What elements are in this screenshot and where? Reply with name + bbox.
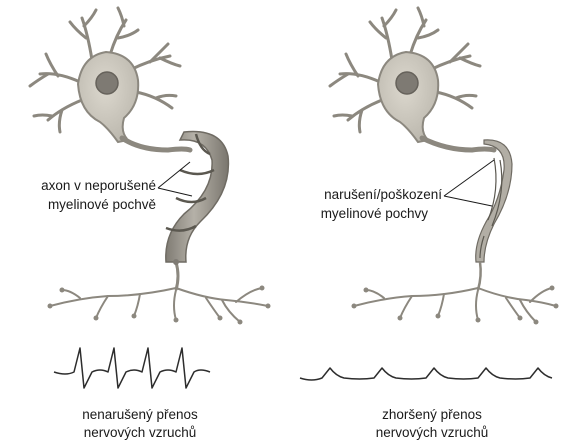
- left-callout-line2: myelinové pochvě: [32, 198, 156, 212]
- right-caption-line2: nervových vzruchů: [352, 426, 512, 440]
- right-callout-line2: myelinové pochvy: [296, 207, 428, 221]
- left-cell-body: [78, 52, 138, 142]
- left-callout-pointer: [158, 162, 192, 196]
- right-cell-body: [378, 52, 438, 142]
- left-callout-line1: axon v neporušené: [32, 179, 156, 193]
- left-neuron: [30, 8, 271, 325]
- left-signal-trace: [54, 348, 210, 388]
- left-caption-line2: nervových vzruchů: [60, 426, 220, 440]
- right-nucleus: [396, 72, 418, 94]
- right-caption-line1: zhoršený přenos: [352, 408, 512, 422]
- right-callout-line1: narušení/poškození: [296, 188, 442, 202]
- right-callout-pointer: [444, 160, 494, 206]
- left-nucleus: [96, 72, 118, 94]
- right-signal-trace: [300, 368, 552, 380]
- left-axon-terminals: [50, 288, 268, 322]
- right-neuron: [330, 8, 559, 325]
- right-axon-terminals: [354, 288, 556, 322]
- left-caption-line1: nenarušený přenos: [60, 408, 220, 422]
